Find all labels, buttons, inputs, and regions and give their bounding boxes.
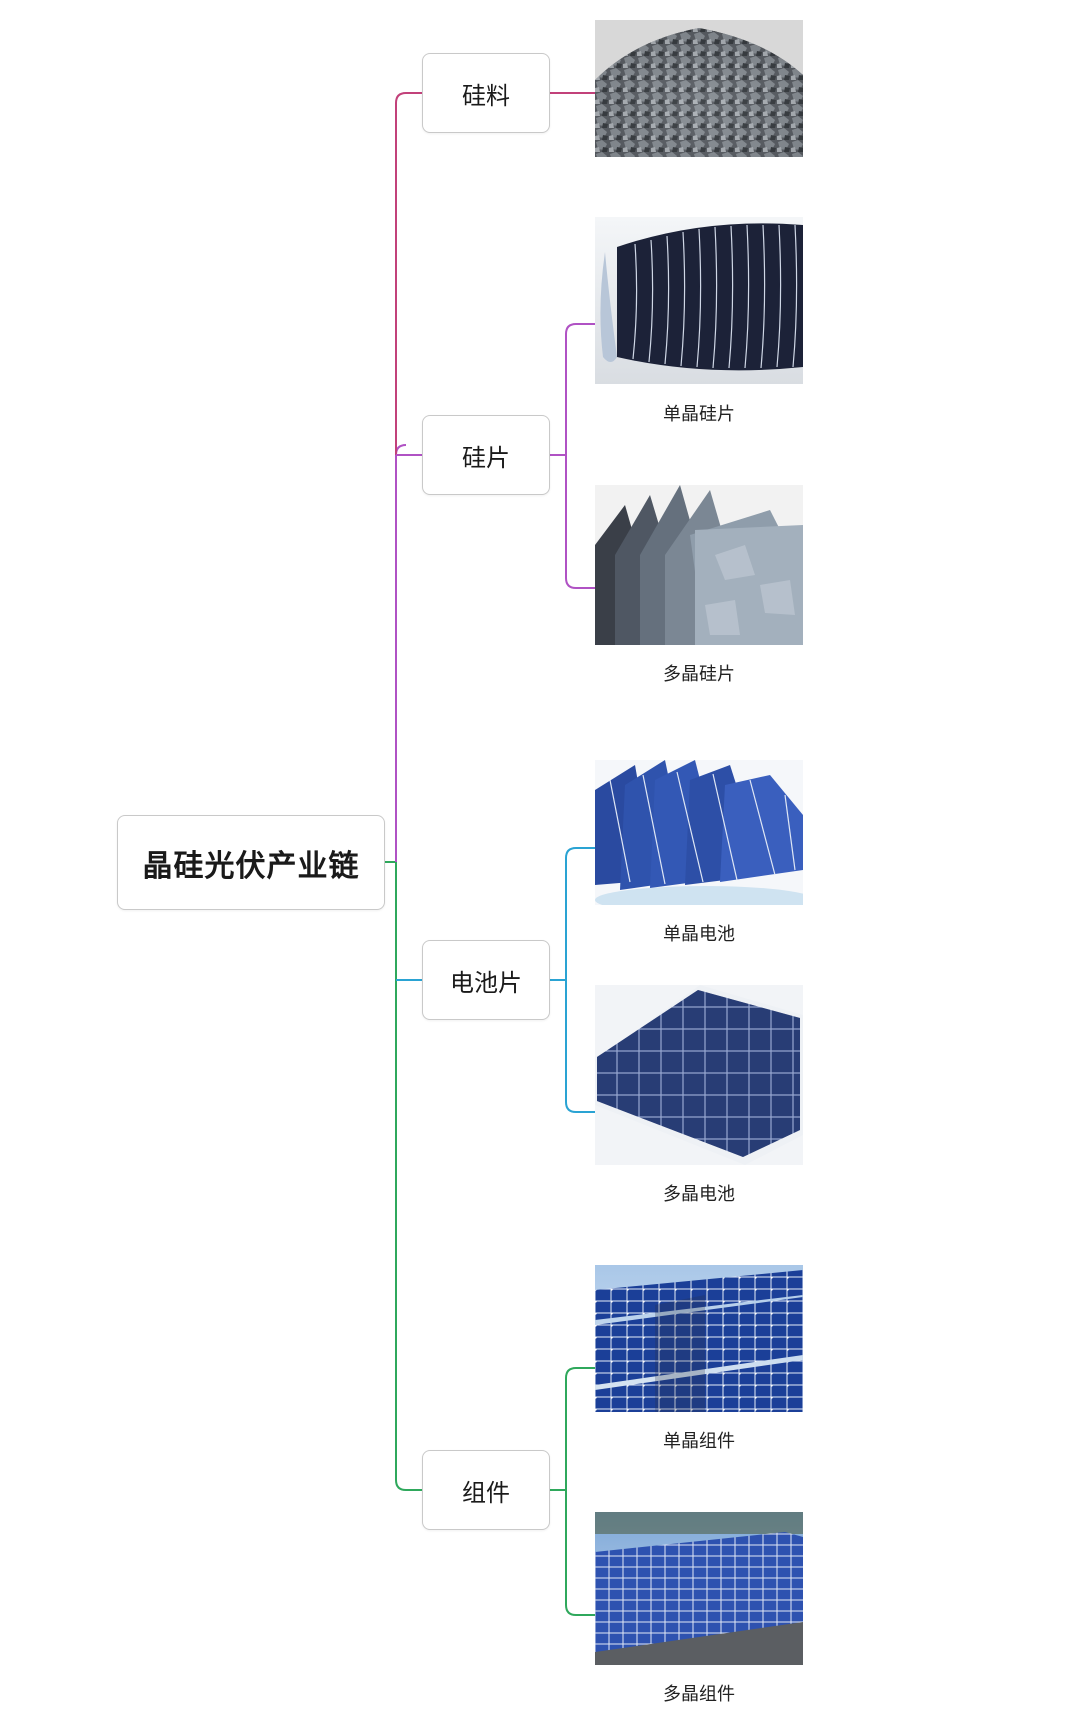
category-label: 电池片 (450, 968, 522, 997)
module-sub-connector (550, 1367, 595, 1616)
image-caption: 单晶电池 (663, 924, 735, 945)
category-node-silicon-material[interactable]: 硅料 (422, 53, 550, 133)
image-caption: 多晶硅片 (663, 664, 735, 685)
mono-wafer-image (595, 217, 803, 384)
root-node[interactable]: 晶硅光伏产业链 (117, 815, 385, 910)
category-label: 硅料 (462, 81, 510, 110)
image-caption: 单晶硅片 (663, 404, 735, 425)
wafer-sub-connector (550, 323, 595, 589)
silicon-material-image (595, 20, 803, 157)
image-caption: 多晶电池 (663, 1184, 735, 1205)
trunk-lower-connector (395, 862, 422, 1491)
poly-module-image (595, 1512, 803, 1665)
cell-sub-connector (550, 847, 595, 1113)
category-node-module[interactable]: 组件 (422, 1450, 550, 1530)
trunk-upper-connector (395, 444, 407, 862)
mono-module-image (595, 1265, 803, 1412)
poly-wafer-image (595, 485, 803, 645)
poly-cell-image (595, 985, 803, 1165)
category-label: 硅片 (462, 443, 510, 472)
image-caption: 单晶组件 (663, 1431, 735, 1452)
mono-cell-image (595, 760, 803, 905)
category-label: 组件 (462, 1478, 510, 1507)
category-node-wafer[interactable]: 硅片 (422, 415, 550, 495)
trunk-top-connector (395, 92, 422, 455)
image-caption: 多晶组件 (663, 1684, 735, 1705)
category-node-cell[interactable]: 电池片 (422, 940, 550, 1020)
root-label: 晶硅光伏产业链 (142, 848, 360, 884)
